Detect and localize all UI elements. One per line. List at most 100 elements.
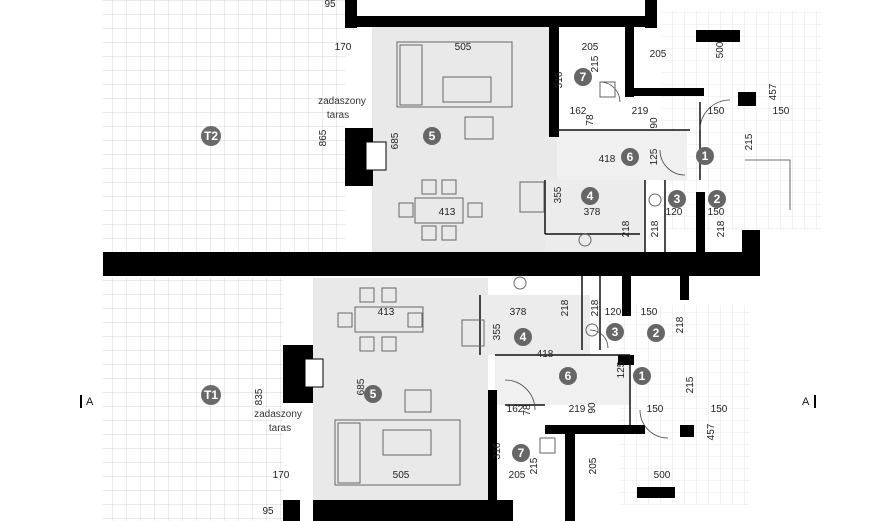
dimension-label: 218 [621, 220, 632, 237]
room-badge [423, 127, 441, 145]
room-badge [696, 147, 714, 165]
dimension-label: 78 [585, 114, 596, 126]
terrace-t2-paving [103, 0, 345, 252]
dimension-label: 865 [318, 129, 329, 146]
dimension-label: 215 [529, 457, 540, 474]
dimension-label: 500 [654, 470, 671, 481]
dimension-label: 95 [324, 0, 336, 10]
room-badge [668, 190, 686, 208]
room-badge [514, 328, 532, 346]
dimension-label: 685 [390, 132, 401, 149]
room-badge [606, 323, 624, 341]
room-badge [559, 367, 577, 385]
dimension-label: 150 [773, 106, 790, 117]
terrace-tag-t1-badge [201, 385, 221, 405]
room-number: 2 [653, 326, 660, 340]
room-badge [574, 68, 592, 86]
terrace-label-top-line2: taras [327, 110, 349, 121]
dimension-label: 120 [666, 207, 683, 218]
dimension-label: 418 [537, 349, 554, 360]
room-badge [581, 187, 599, 205]
room-badge [708, 190, 726, 208]
dimension-label: 685 [356, 378, 367, 395]
terrace-label-top-line1: zadaszony [318, 96, 366, 107]
dimension-label: 378 [510, 307, 527, 318]
dimension-label: 150 [708, 207, 725, 218]
dimension-label: 205 [582, 42, 599, 53]
room-badge [633, 367, 651, 385]
dimension-label: 162 [507, 404, 524, 415]
fireplace-top [365, 141, 387, 171]
walls [103, 0, 760, 521]
dimension-label: 125 [649, 148, 660, 165]
room-number: 7 [580, 70, 587, 84]
dimension-label: 418 [599, 154, 616, 165]
room-number: 6 [565, 369, 572, 383]
room-number: 3 [612, 325, 619, 339]
room-badge [621, 148, 639, 166]
dimension-label: 457 [768, 83, 779, 100]
dimension-label: 413 [378, 307, 395, 318]
entrance-paving-top [662, 10, 822, 230]
dimension-label: 500 [715, 41, 726, 58]
dimension-label: 125 [616, 361, 627, 378]
dimension-label: 316 [554, 71, 565, 88]
room-number: 1 [702, 149, 709, 163]
room-badge [512, 444, 530, 462]
dimension-label: 205 [509, 470, 526, 481]
fireplace-bottom [304, 358, 324, 388]
dimension-label: 218 [650, 220, 661, 237]
room-number: 3 [674, 192, 681, 206]
dimension-label: 215 [744, 133, 755, 150]
dimension-label: 218 [675, 316, 686, 333]
terrace-label-bottom-line2: taras [269, 423, 291, 434]
room-number: 1 [639, 369, 646, 383]
dimension-label: 457 [706, 423, 717, 440]
room-number: 5 [370, 387, 377, 401]
dimension-label: 219 [632, 106, 649, 117]
room-number: 4 [587, 189, 594, 203]
dimension-label: 120 [605, 307, 622, 318]
dimension-label: 219 [569, 404, 586, 415]
dimension-label: 218 [560, 299, 571, 316]
dimension-label: 505 [393, 470, 410, 481]
dimension-label: 218 [716, 220, 727, 237]
terrace-t1-paving [103, 278, 283, 521]
dimension-label: 170 [335, 42, 352, 53]
section-marker-left-bar [80, 395, 82, 408]
entrance-paving-bottom [620, 305, 750, 505]
dimension-label: 150 [641, 307, 658, 318]
dimension-label: 170 [273, 470, 290, 481]
furniture-top [396, 41, 662, 247]
dimension-label: 205 [650, 49, 667, 60]
room-number: 2 [714, 192, 721, 206]
dimension-label: 162 [570, 106, 587, 117]
living-room-floor-bottom [313, 278, 488, 502]
dimension-label: 378 [584, 207, 601, 218]
partitions [479, 102, 701, 425]
dimension-label: 355 [553, 186, 564, 203]
room-number: 5 [429, 129, 436, 143]
section-marker-right-bar [814, 395, 816, 408]
dimension-label: 90 [587, 402, 598, 414]
dimension-label: 355 [492, 323, 503, 340]
kitchen-floor-bottom [480, 295, 590, 355]
dimension-label: 90 [649, 117, 660, 129]
section-marker-right: A [802, 396, 810, 408]
section-marker-left: A [86, 396, 94, 408]
room-badge [647, 324, 665, 342]
dimension-label: 150 [708, 106, 725, 117]
dimension-label: 215 [590, 55, 601, 72]
terrace-tag-t1: T1 [204, 388, 218, 402]
dimension-label: 505 [455, 42, 472, 53]
dimension-label: 150 [647, 404, 664, 415]
room-number: 7 [518, 446, 525, 460]
terrace-label-bottom-line1: zadaszony [254, 409, 302, 420]
dimension-label: 218 [590, 299, 601, 316]
terrace-tag-t2: T2 [204, 129, 218, 143]
dimension-label: 215 [685, 376, 696, 393]
dimension-label: 78 [522, 404, 533, 416]
room-number: 6 [627, 150, 634, 164]
dimension-label: 316 [492, 442, 503, 459]
